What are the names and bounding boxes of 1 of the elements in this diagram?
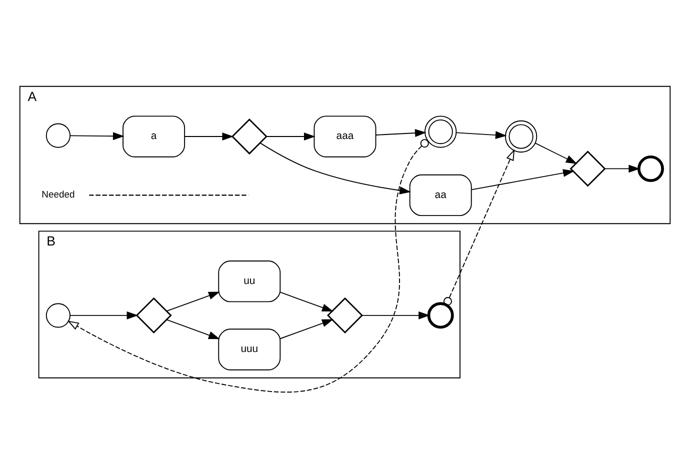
node-text: Needed: [42, 189, 75, 200]
